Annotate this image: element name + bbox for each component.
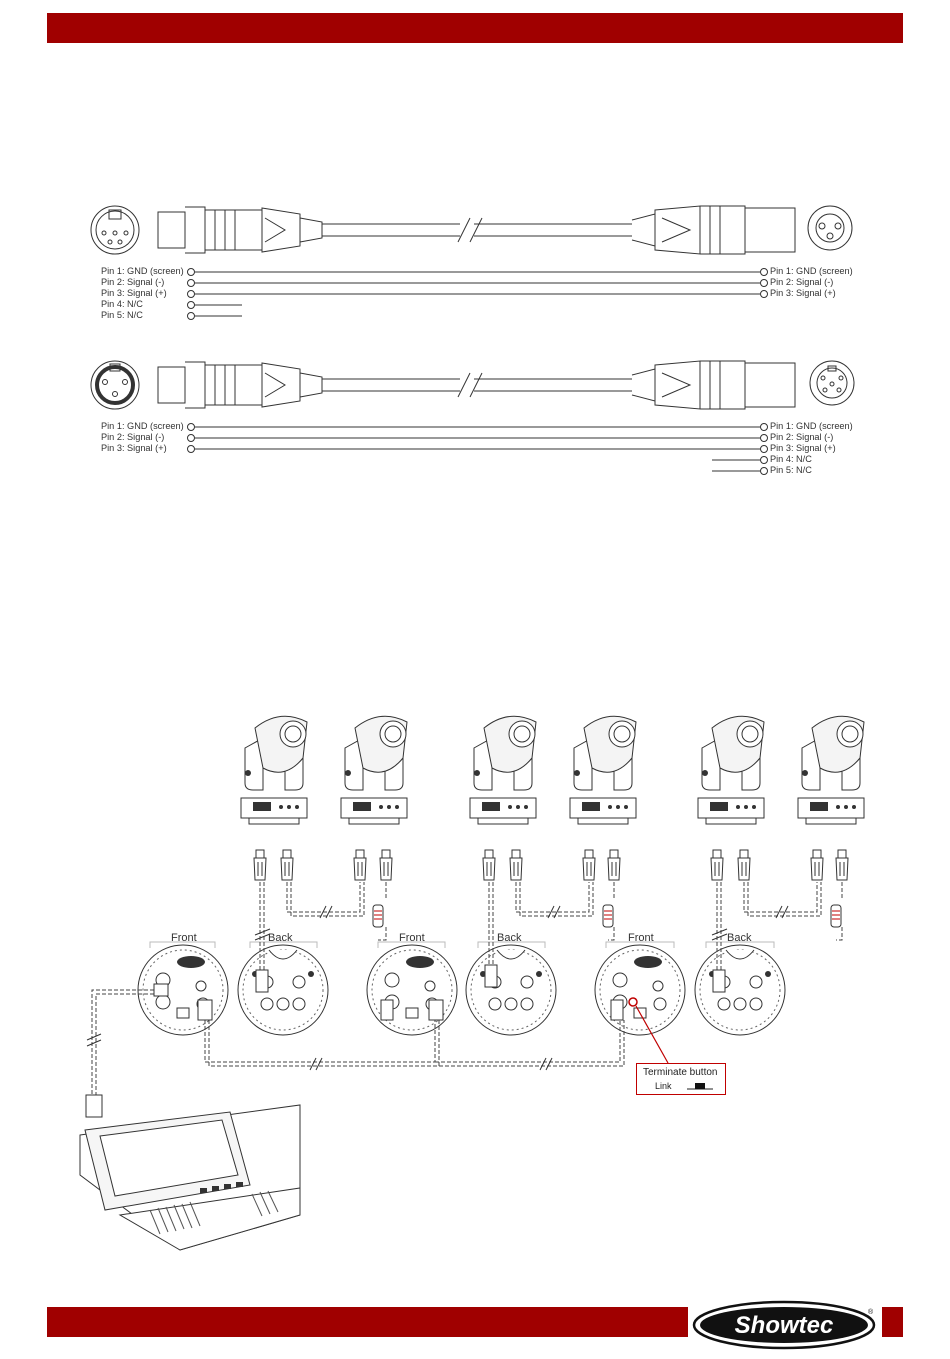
cable-2-right-pin-5: Pin 5: N/C bbox=[770, 465, 812, 475]
cable-2-right-pins-icon bbox=[809, 360, 855, 406]
group-2-front-label: Front bbox=[399, 932, 425, 944]
svg-text:Showtec: Showtec bbox=[735, 1312, 834, 1339]
moving-head-4-icon bbox=[569, 715, 637, 825]
cable-1-left-pin-2: Pin 2: Signal (-) bbox=[101, 277, 165, 287]
moving-head-5-icon bbox=[697, 715, 765, 825]
lighting-console-icon bbox=[79, 1104, 301, 1251]
plate-back-3-icon bbox=[694, 944, 786, 1036]
cable-1-female-connector-icon bbox=[157, 206, 323, 254]
plate-back-2-icon bbox=[465, 944, 557, 1036]
cable-2-left-socket-icon bbox=[90, 360, 140, 410]
cable-1-right-pin-1: Pin 1: GND (screen) bbox=[770, 266, 853, 276]
group-3-back-label: Back bbox=[727, 932, 752, 944]
switch-icon bbox=[687, 1083, 713, 1090]
header-bar bbox=[47, 13, 903, 43]
group-1-front-label: Front bbox=[171, 932, 197, 944]
footer-bar-end bbox=[882, 1307, 903, 1337]
cable-2-right-pin-4: Pin 4: N/C bbox=[770, 454, 812, 464]
cable-1-left-pin-4: Pin 4: N/C bbox=[101, 299, 143, 309]
plate-front-3-icon bbox=[594, 944, 686, 1036]
terminator-2-icon bbox=[602, 904, 614, 928]
cable-2-right-pin-2: Pin 2: Signal (-) bbox=[770, 432, 834, 442]
group-3-front-label: Front bbox=[628, 932, 654, 944]
moving-head-2-icon bbox=[340, 715, 408, 825]
terminator-3-icon bbox=[830, 904, 842, 928]
cable-diagrams-drawing bbox=[90, 205, 855, 475]
cable-2-left-pin-3: Pin 3: Signal (+) bbox=[101, 443, 167, 453]
cable-2-left-pin-2: Pin 2: Signal (-) bbox=[101, 432, 165, 442]
cable-1-left-socket-icon bbox=[90, 205, 140, 255]
plate-back-1-icon bbox=[237, 944, 329, 1036]
terminate-link-label: Link bbox=[655, 1081, 672, 1091]
cable-2-left-pin-1: Pin 1: GND (screen) bbox=[101, 421, 184, 431]
cable-1-right-pin-3: Pin 3: Signal (+) bbox=[770, 288, 836, 298]
cable-1-left-pin-5: Pin 5: N/C bbox=[101, 310, 143, 320]
cable-2-female-connector-icon bbox=[157, 361, 323, 409]
group-2-back-label: Back bbox=[497, 932, 522, 944]
cable-2-right-pin-1: Pin 1: GND (screen) bbox=[770, 421, 853, 431]
moving-head-1-icon bbox=[240, 715, 308, 825]
connection-diagram-drawing bbox=[79, 715, 865, 1251]
terminator-1-icon bbox=[372, 904, 384, 928]
cable-1-right-pin-2: Pin 2: Signal (-) bbox=[770, 277, 834, 287]
cable-1-left-pin-1: Pin 1: GND (screen) bbox=[101, 266, 184, 276]
cable-2-right-pin-3: Pin 3: Signal (+) bbox=[770, 443, 836, 453]
svg-text:®: ® bbox=[868, 1308, 874, 1316]
group-1-back-label: Back bbox=[268, 932, 293, 944]
cable-1-right-pins-icon bbox=[807, 205, 853, 251]
terminate-title: Terminate button bbox=[643, 1067, 718, 1078]
terminate-callout: Terminate button Link bbox=[636, 1063, 726, 1095]
cable-1-male-connector-icon bbox=[631, 205, 796, 255]
cable-2-male-connector-icon bbox=[631, 360, 796, 410]
cable-1-left-pin-3: Pin 3: Signal (+) bbox=[101, 288, 167, 298]
moving-head-3-icon bbox=[469, 715, 537, 825]
plate-front-2-icon bbox=[366, 944, 458, 1036]
showtec-logo: Showtec ® bbox=[692, 1300, 876, 1350]
footer-bar bbox=[47, 1307, 688, 1337]
moving-head-6-icon bbox=[797, 715, 865, 825]
